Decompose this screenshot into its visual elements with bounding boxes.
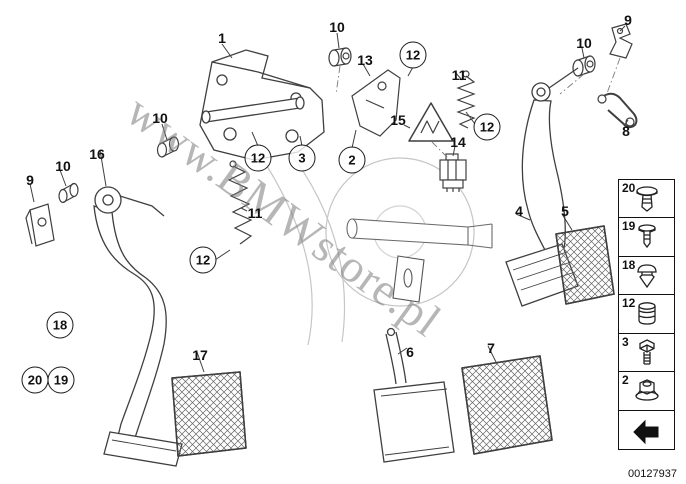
retaining-clip-left [25,203,55,247]
legend-item-label: 19 [622,219,636,233]
callout-6[interactable]: 6 [406,344,414,360]
callout-20[interactable]: 20 [21,366,49,394]
retaining-clip-right [609,23,633,59]
callout-17[interactable]: 17 [192,347,208,363]
callout-10[interactable]: 10 [576,35,592,51]
hex-bolt-icon [638,338,655,365]
legend-sidebar: 20 19 18 12 [618,178,675,450]
return-spring-left [227,160,253,245]
callout-7[interactable]: 7 [487,340,495,356]
legend-item-20[interactable]: 20 [618,178,675,219]
callout-12[interactable]: 12 [399,41,427,69]
brake-pedal-rubber [555,225,615,305]
pedal-switch [439,153,467,192]
accelerator-pedal [373,327,455,463]
cap-bushing-icon [637,302,656,325]
legend-item-18[interactable]: 18 [618,255,675,296]
leader-lines [29,25,629,373]
pivot-bushing-top [328,47,352,67]
callout-5[interactable]: 5 [561,203,569,219]
callout-4[interactable]: 4 [515,203,523,219]
construction-lines [335,57,621,159]
pivot-bushing-far-left [58,182,79,204]
pivot-bushing-right [572,55,596,77]
expanding-rivet-icon [637,224,656,249]
callout-8[interactable]: 8 [622,123,630,139]
flange-nut-icon [634,379,659,401]
legend-item-label: 18 [622,257,636,272]
callout-11[interactable]: 11 [247,205,263,221]
push-rivet-icon [635,185,658,212]
callout-10[interactable]: 10 [152,110,168,126]
accelerator-pedal-rubber [461,355,553,455]
callout-12[interactable]: 12 [244,144,272,172]
legend-item-3[interactable]: 3 [618,332,675,373]
callout-3[interactable]: 3 [288,144,316,172]
callout-12[interactable]: 12 [189,246,217,274]
pivot-shaft [346,218,493,249]
connecting-rod [597,92,638,128]
legend-item-12[interactable]: 12 [618,294,675,334]
callout-1[interactable]: 1 [218,30,226,46]
callout-16[interactable]: 16 [89,146,105,162]
callout-18[interactable]: 18 [46,311,74,339]
shaft-retainer-plate [392,255,425,303]
callout-2[interactable]: 2 [338,146,366,174]
callout-19[interactable]: 19 [47,366,75,394]
legend-item-2[interactable]: 2 [618,371,675,411]
callout-13[interactable]: 13 [357,52,373,68]
legend-item-label: 12 [622,296,636,310]
legend-arrow-box[interactable] [618,409,675,450]
stop-bracket [351,69,401,137]
diagram-number: 00127937 [628,468,677,480]
pedal-support-bracket [199,49,325,161]
callout-10[interactable]: 10 [329,19,345,35]
legend-item-label: 2 [622,373,629,387]
callout-14[interactable]: 14 [450,134,466,150]
callout-11[interactable]: 11 [451,67,467,83]
callout-15[interactable]: 15 [390,112,406,128]
callout-10[interactable]: 10 [55,158,71,174]
direction-arrow-icon [632,419,658,444]
legend-item-19[interactable]: 19 [618,217,675,257]
legend-item-label: 20 [622,180,636,195]
callout-9[interactable]: 9 [26,172,34,188]
legend-item-label: 3 [622,334,629,349]
clutch-pedal-rubber [171,371,247,457]
callout-9[interactable]: 9 [624,12,632,28]
pivot-bushing-left-mid [156,136,180,158]
hazard-triangle-icon [408,102,454,142]
callout-12[interactable]: 12 [473,113,501,141]
return-spring-right [456,70,476,129]
grommet-icon [636,263,657,288]
clutch-pedal [93,186,183,467]
